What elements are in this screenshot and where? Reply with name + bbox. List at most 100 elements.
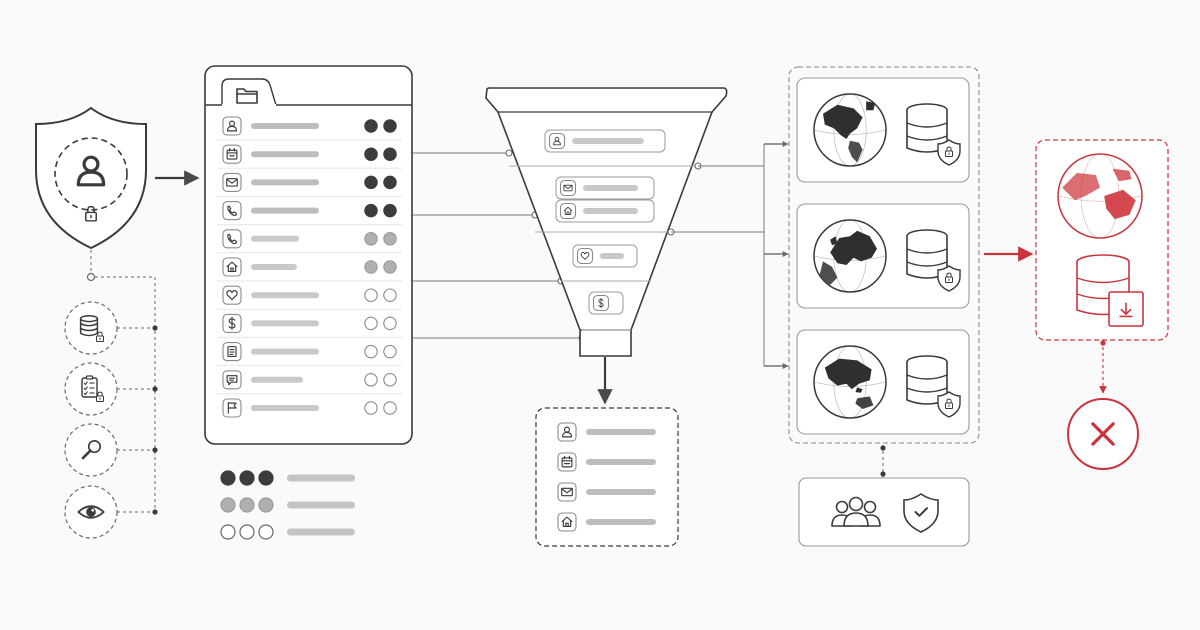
control-magnifier <box>64 423 158 477</box>
legend-dot <box>258 497 274 513</box>
phone-icon <box>227 205 238 216</box>
record-row <box>217 201 402 226</box>
home-icon <box>226 261 238 273</box>
funnel-chip <box>544 129 666 153</box>
record-row <box>217 285 402 310</box>
legend-medium <box>220 497 355 513</box>
shield-lock-badge <box>937 265 961 292</box>
user-shield <box>35 106 147 250</box>
record-row <box>217 370 402 395</box>
mail-icon-box <box>222 172 242 192</box>
minimized-row <box>557 422 656 442</box>
field-placeholder-bar <box>600 253 624 259</box>
folder-icon <box>236 88 258 104</box>
control-eye <box>64 485 158 539</box>
field-placeholder-bar <box>251 320 319 327</box>
record-row <box>217 144 402 169</box>
legend-label-bar <box>287 501 355 509</box>
sensitivity-dot <box>364 373 378 387</box>
legend-dot <box>220 497 236 513</box>
legend-label-bar <box>287 528 355 536</box>
sensitivity-dot <box>364 288 378 302</box>
field-placeholder-bar <box>583 185 638 191</box>
user-icon-box <box>557 422 577 442</box>
funnel-chip <box>555 176 655 200</box>
calendar-icon-box <box>557 452 577 472</box>
database-shield-icon <box>906 103 961 166</box>
lock-icon <box>96 391 104 403</box>
database-download-icon <box>1076 254 1144 327</box>
control-checklist-lock <box>64 362 158 416</box>
sensitivity-dot <box>383 260 397 274</box>
landmass <box>824 358 874 409</box>
lock-icon <box>85 205 97 222</box>
record-row <box>217 342 402 367</box>
regional-stores <box>788 66 980 478</box>
governance-card <box>798 477 970 547</box>
sensitivity-legend <box>220 470 355 540</box>
mail-icon-box <box>557 482 577 502</box>
landmass <box>819 230 877 287</box>
legend-dot <box>220 524 236 540</box>
calendar-icon <box>226 147 238 160</box>
home-icon-box <box>559 202 577 220</box>
heart-icon-box <box>222 285 242 305</box>
landmass <box>1062 168 1136 220</box>
funnel-chip <box>572 244 638 268</box>
sensitivity-dot <box>383 175 397 190</box>
shield-lock-badge <box>937 139 961 166</box>
field-placeholder-bar <box>251 264 297 270</box>
globe-americas-icon <box>813 93 887 167</box>
heart-icon-box <box>576 247 594 265</box>
field-placeholder-bar <box>586 459 656 465</box>
field-placeholder-bar <box>586 489 656 495</box>
region-card <box>796 77 970 183</box>
field-placeholder-bar <box>251 348 319 355</box>
sensitivity-dot <box>364 344 378 359</box>
mail-icon <box>563 184 573 192</box>
field-placeholder-bar <box>583 208 638 214</box>
field-placeholder-bar <box>586 519 656 525</box>
sensitivity-dot <box>383 147 397 161</box>
field-placeholder-bar <box>251 235 299 242</box>
minimized-row <box>557 482 656 502</box>
team-icon <box>831 496 881 527</box>
minimized-record-card <box>535 407 679 547</box>
user-icon <box>226 120 238 132</box>
field-placeholder-bar <box>251 151 319 158</box>
sensitivity-dot <box>364 316 378 331</box>
globe-red-icon <box>1057 153 1143 239</box>
sensitivity-dot <box>383 401 397 415</box>
lock-icon <box>96 331 104 343</box>
lock-icon <box>945 398 953 410</box>
field-placeholder-bar <box>251 207 319 214</box>
region-card <box>796 329 970 435</box>
field-placeholder-bar <box>251 179 319 186</box>
dollar-icon-box <box>222 313 242 333</box>
mail-icon <box>561 487 573 497</box>
user-icon <box>561 426 573 438</box>
database-shield-icon <box>906 229 961 292</box>
record-row <box>222 398 397 418</box>
legend-label-bar <box>287 474 355 482</box>
lock-icon <box>945 272 953 284</box>
user-icon <box>76 155 106 187</box>
user-icon-box <box>548 132 566 150</box>
globe-europe-icon <box>813 219 887 293</box>
user-icon <box>553 136 561 146</box>
home-icon <box>561 516 573 528</box>
chat-icon <box>226 375 238 386</box>
home-icon <box>563 206 573 215</box>
sensitivity-dot <box>364 401 378 415</box>
dollar-icon <box>228 316 236 331</box>
legend-dot <box>258 470 274 486</box>
field-placeholder-bar <box>251 376 303 383</box>
shield-check-icon <box>903 493 939 533</box>
magnifier-icon <box>81 439 102 460</box>
record-row <box>217 257 402 282</box>
record-row <box>217 116 402 141</box>
home-icon-box <box>557 512 577 532</box>
mail-icon-box <box>559 179 577 197</box>
flag-icon <box>227 402 237 414</box>
